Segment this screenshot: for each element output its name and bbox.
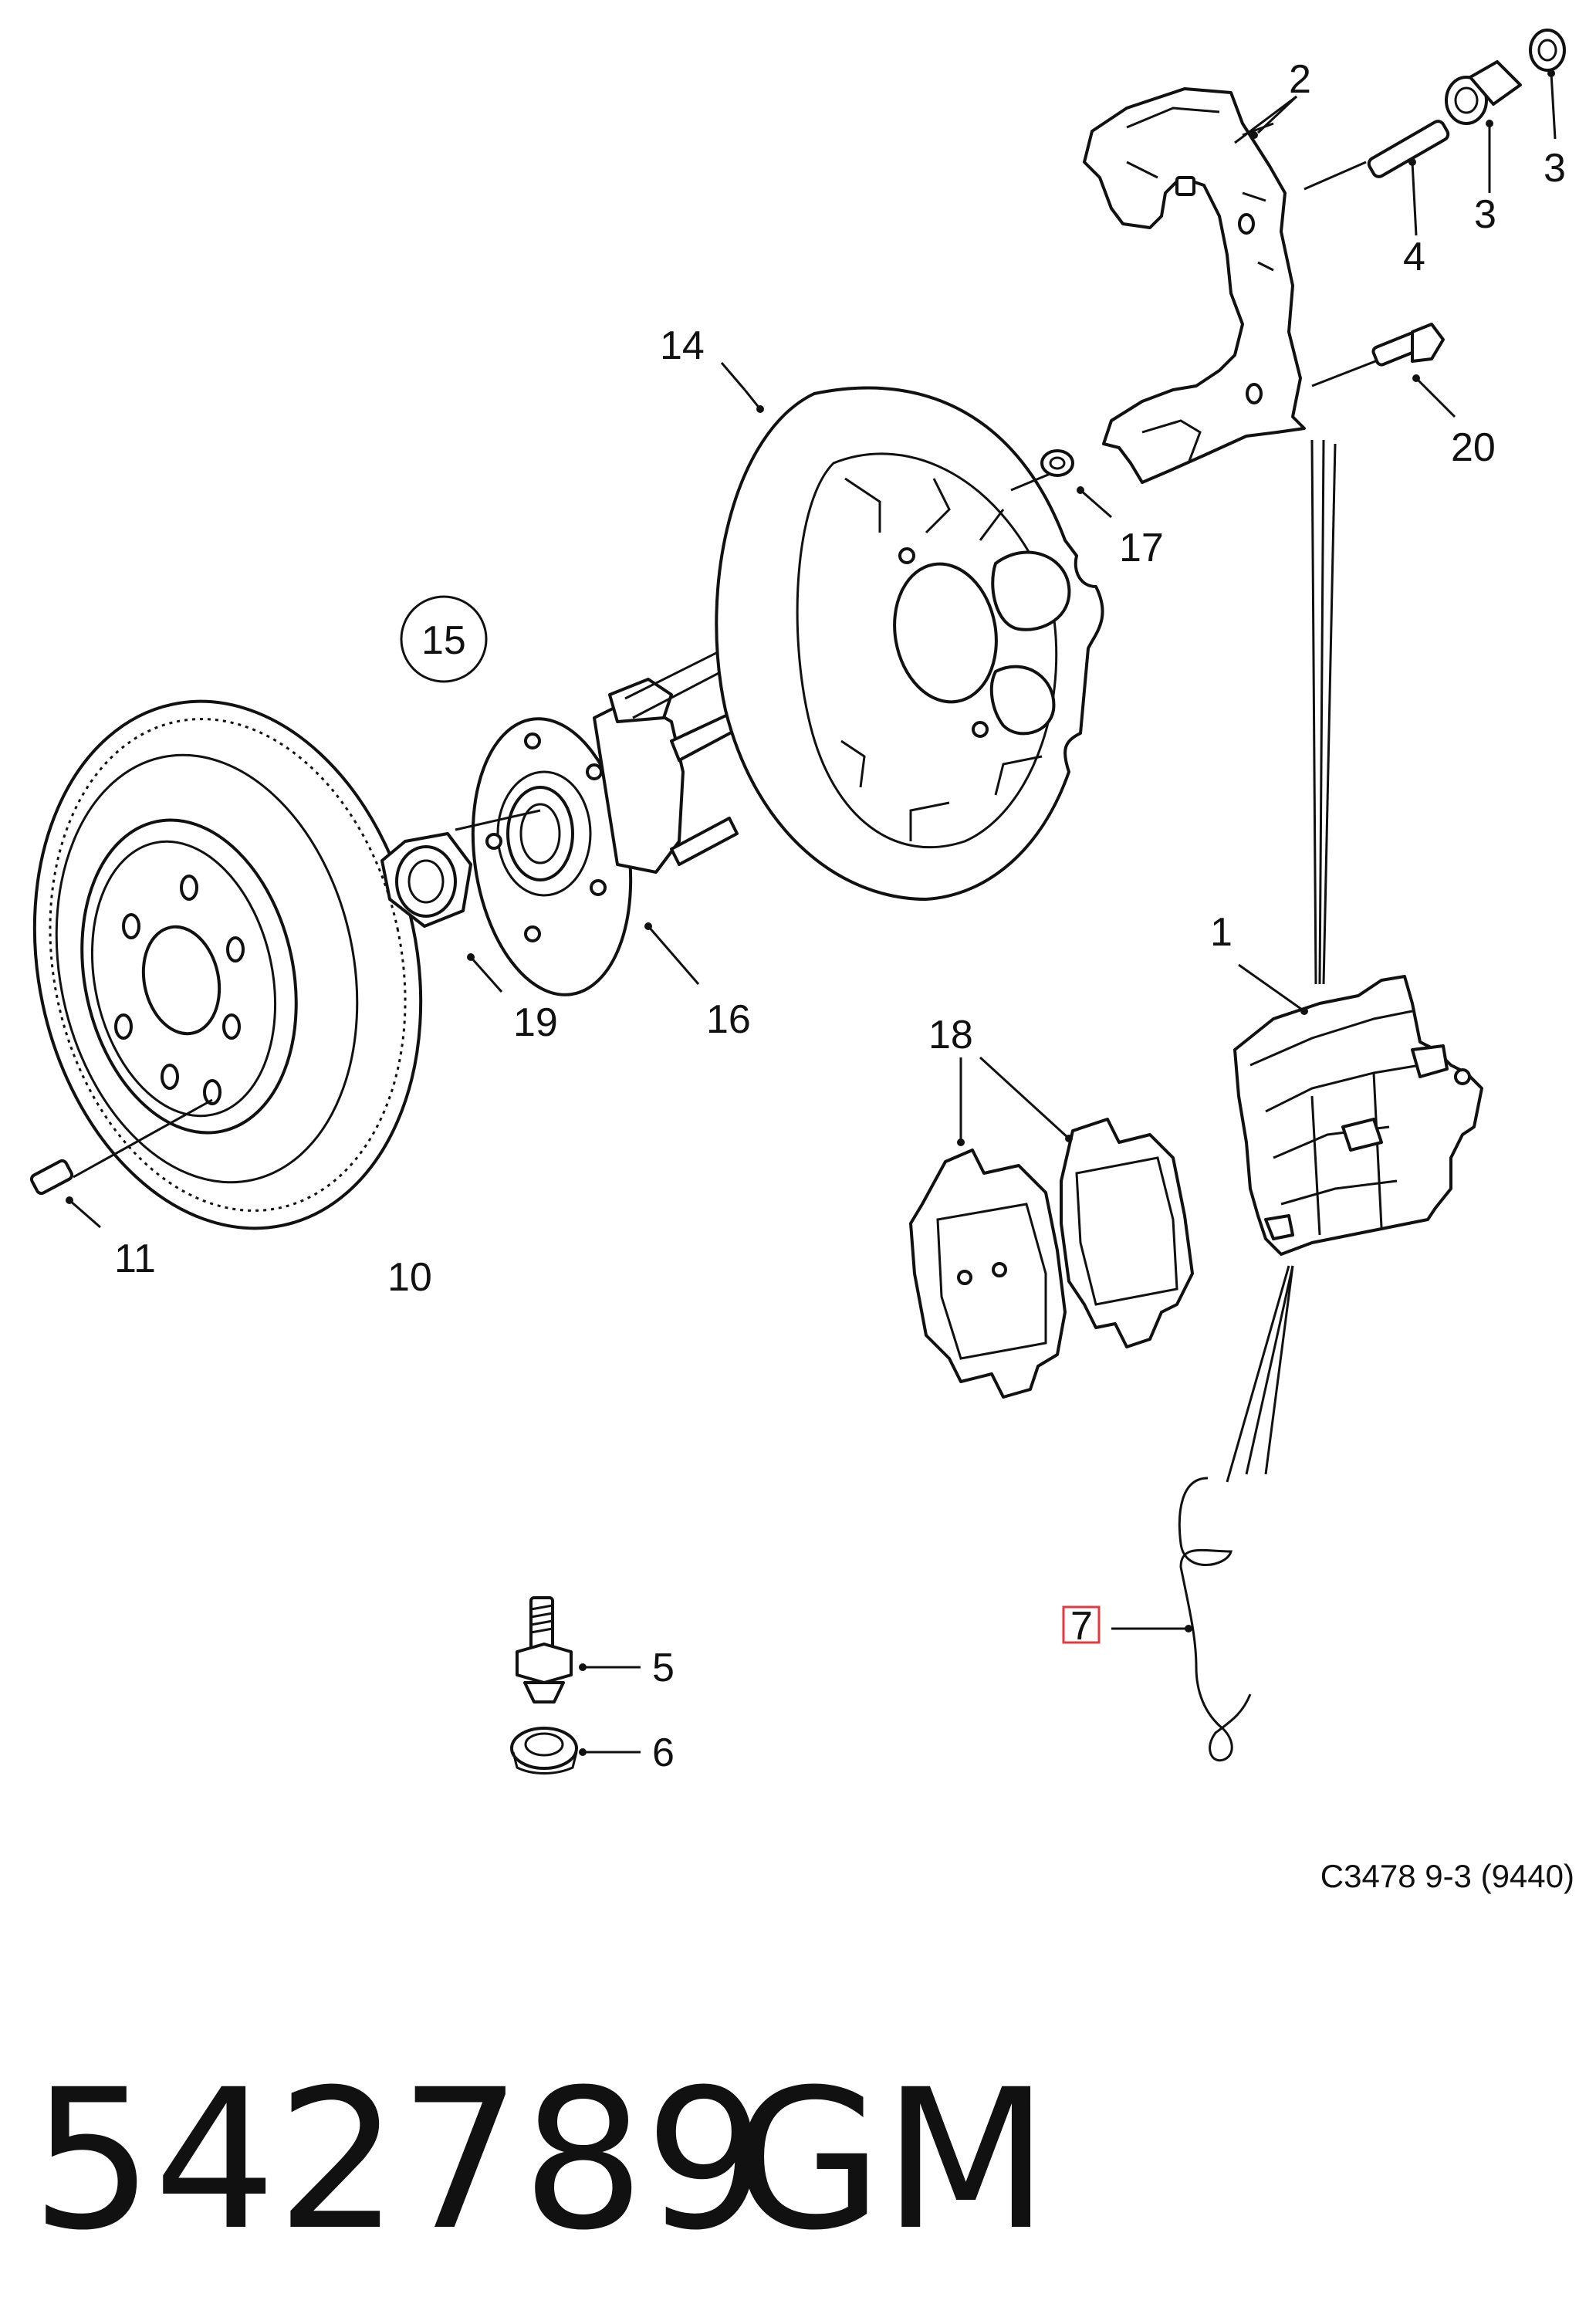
grommet-6 xyxy=(510,1727,641,1775)
label-14: 14 xyxy=(660,323,705,368)
wear-sensor-wire-7 xyxy=(1062,1477,1252,1762)
caliper-bracket-2 xyxy=(1083,87,1306,484)
label-4: 4 xyxy=(1403,235,1425,279)
guide-pin-4 xyxy=(1304,120,1450,236)
hub-nut-19 xyxy=(380,832,503,993)
label-5: 5 xyxy=(652,1646,675,1690)
label-3b: 3 xyxy=(1544,146,1566,191)
cap-3 xyxy=(1529,29,1566,140)
brand-name: GM xyxy=(733,2048,1049,2272)
label-7: 7 xyxy=(1070,1604,1093,1649)
stud-bolt-5 xyxy=(516,1596,641,1703)
highlight-box-7 xyxy=(1062,1605,1101,1644)
dust-shield-14 xyxy=(715,362,1104,901)
label-15: 15 xyxy=(421,618,466,663)
label-2: 2 xyxy=(1289,57,1311,102)
brake-pads-18 xyxy=(909,1056,1194,1399)
label-3a: 3 xyxy=(1474,192,1496,237)
label-18: 18 xyxy=(928,1013,973,1057)
label-16: 16 xyxy=(706,997,751,1042)
label-19: 19 xyxy=(513,1000,558,1045)
label-10: 10 xyxy=(387,1255,432,1300)
label-11: 11 xyxy=(114,1237,156,1281)
bushing-3 xyxy=(1445,60,1522,193)
label-15-circle xyxy=(400,595,488,683)
nut-17 xyxy=(1040,449,1112,519)
label-1: 1 xyxy=(1210,910,1233,955)
label-17: 17 xyxy=(1119,526,1164,570)
brake-disc-10 xyxy=(32,699,423,1230)
label-20: 20 xyxy=(1451,425,1496,470)
bolt-20 xyxy=(1311,323,1456,418)
part-number: 542789 xyxy=(31,2048,767,2272)
disc-screw-11 xyxy=(29,1098,213,1229)
diagram-caption: C3478 9-3 (9440) xyxy=(1320,1858,1574,1894)
caliper-1 xyxy=(1226,963,1483,1483)
label-6: 6 xyxy=(652,1731,675,1775)
